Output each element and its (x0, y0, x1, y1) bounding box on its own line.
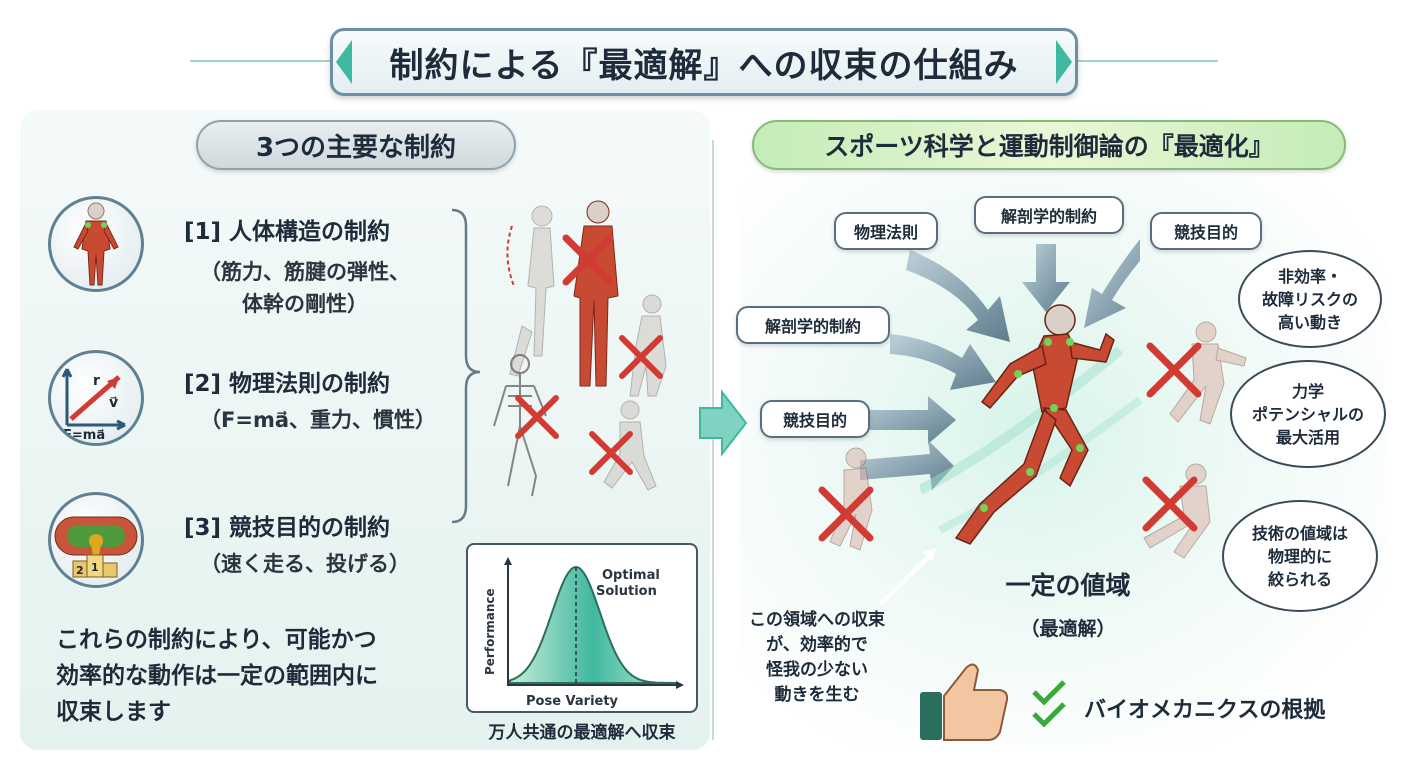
chart-annotation-line-2: Solution (596, 584, 657, 599)
cross-mark-icon (515, 395, 559, 439)
constraint-3-detail: （速く走る、投げる） (200, 552, 410, 576)
podium-second-label: 2 (76, 564, 84, 577)
label-physics: 物理法則 (834, 212, 938, 250)
bell-curve-area (509, 565, 676, 684)
chart-plot: Optimal Solution Pose Variety Performanc… (483, 557, 684, 709)
constraints-summary: これらの制約により、可能かつ 効率的な動作は一定の範囲内に 収束します (56, 622, 378, 730)
summary-line-3: 収束します (56, 699, 171, 725)
constraint-1-detail: （筋力、筋腱の弾性、 (200, 260, 410, 284)
bubble-technique: 技術の値域は 物理的に 絞られる (1222, 500, 1378, 612)
bubble-inefficient-line-2: 故障リスクの (1261, 289, 1358, 309)
biomechanics-basis-label: バイオメカニクスの根拠 (1084, 698, 1326, 723)
vector-v-label: v⃗ (109, 395, 118, 411)
convergence-arrow-icon (878, 548, 936, 606)
convergence-line-3: 怪我の少ない (766, 660, 868, 680)
optimal-runner-illustration (920, 304, 1143, 545)
constraints-bracket (451, 208, 481, 524)
cross-mark-icon (619, 335, 663, 379)
track-trophy-icon: 1 2 (48, 492, 144, 588)
constraint-2-title: [2] 物理法則の制約 (184, 371, 391, 397)
inefficient-runner-upper-right (1169, 321, 1247, 425)
bubble-mechanics-line-1: 力学 (1291, 381, 1324, 401)
convergence-line-1: この領域への収束 (749, 610, 885, 630)
label-anatomy-left: 解剖学的制約 (736, 306, 890, 344)
constraint-1-detail-2: 体幹の剛性） (242, 292, 368, 316)
convergence-note: この領域への収束 が、効率的で 怪我の少ない 動きを生む (722, 608, 912, 708)
cross-mark-icon (589, 431, 633, 475)
cross-mark-icon (562, 234, 614, 286)
bubble-inefficient-line-1: 非効率・ (1277, 266, 1342, 286)
title-rule-right (1078, 60, 1218, 62)
label-competition-top: 競技目的 (1150, 212, 1262, 250)
transition-arrow-icon (699, 389, 748, 457)
cross-mark-icon (1142, 476, 1198, 532)
physics-vector-icon: r v⃗ F=ma⃗ (48, 350, 144, 446)
chart-x-label: Pose Variety (526, 694, 619, 709)
constraint-2-detail: （F=ma⃗、重力、慣性） (200, 408, 436, 432)
summary-line-2: 効率的な動作は一定の範囲内に (56, 663, 378, 689)
left-header-label: 3つの主要な制約 (255, 132, 457, 163)
bubble-mechanics-line-2: ポテンシャルの (1251, 404, 1364, 424)
bubble-mechanics-line-3: 最大活用 (1275, 427, 1340, 447)
title-rule-left (190, 60, 330, 62)
chart-axes (507, 563, 678, 686)
chart-caption: 万人共通の最適解へ収束 (488, 723, 676, 743)
left-header: 3つの主要な制約 (196, 120, 516, 170)
summary-line-1: これらの制約により、可能かつ (56, 627, 377, 653)
check-marks-icon (1032, 680, 1066, 728)
center-range-label: 一定の値域 (1005, 571, 1131, 600)
right-header: スポーツ科学と運動制御論の『最適化』 (752, 120, 1346, 170)
chart-annotation-line-1: Optimal (602, 568, 660, 583)
bubble-technique-line-2: 物理的に (1267, 546, 1332, 566)
convergence-line-4: 動きを生む (774, 685, 860, 705)
label-competition-left: 競技目的 (760, 400, 870, 438)
convergence-line-2: が、効率的で (766, 635, 868, 655)
vector-r-label: r (93, 373, 100, 389)
chart-y-label: Performance (483, 588, 497, 675)
optimal-solution-chart: Optimal Solution Pose Variety Performanc… (466, 543, 698, 713)
page-title: 制約による『最適解』への収束の仕組み (389, 45, 1019, 86)
constraint-arrows (860, 239, 1140, 490)
title-arrow-left-icon (336, 40, 352, 84)
title-arrow-right-icon (1056, 40, 1072, 84)
constraint-1-title: [1] 人体構造の制約 (184, 219, 391, 245)
bubble-mechanics: 力学 ポテンシャルの 最大活用 (1230, 360, 1386, 468)
constraint-3-title: [3] 競技目的の制約 (184, 515, 391, 541)
bubble-technique-line-1: 技術の値域は (1251, 523, 1348, 543)
anatomy-icon (48, 196, 144, 292)
cross-mark-icon (1146, 342, 1202, 398)
bubble-inefficient-line-3: 高い動き (1277, 312, 1342, 332)
bubble-technique-line-3: 絞られる (1267, 569, 1332, 589)
cross-mark-icon (818, 486, 874, 542)
page-title-banner: 制約による『最適解』への収束の仕組み (330, 28, 1078, 96)
podium-first-label: 1 (91, 561, 99, 574)
inefficient-runner-lower-right (1143, 463, 1211, 559)
panel-divider (712, 140, 714, 740)
label-anatomy-top: 解剖学的制約 (974, 196, 1124, 234)
center-range-sublabel: （最適解） (1020, 618, 1116, 640)
thumbs-up-icon (920, 663, 1009, 741)
bubble-inefficient: 非効率・ 故障リスクの 高い動き (1238, 250, 1382, 348)
right-header-label: スポーツ科学と運動制御論の『最適化』 (824, 132, 1274, 161)
